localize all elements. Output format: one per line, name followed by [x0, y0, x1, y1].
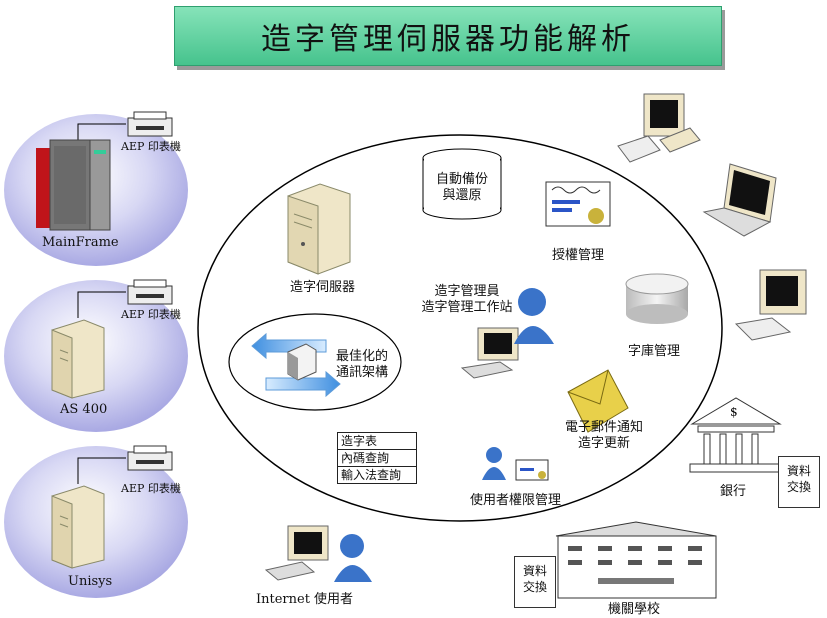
- page-title: 造字管理伺服器功能解析: [174, 6, 722, 66]
- backup-label: 自動備份 與還原: [435, 172, 488, 203]
- communication-arrows-icon: [251, 332, 341, 398]
- font-database-icon: [625, 273, 689, 324]
- bank-data-exchange: 資料 交換: [778, 456, 820, 508]
- crt-monitor-icon: [734, 269, 807, 341]
- printer-icon: [127, 279, 173, 305]
- lookup-list: 造字表 內碼查詢 輸入法查詢: [337, 432, 417, 484]
- server-label: 造字伺服器: [290, 280, 356, 295]
- institution-building-icon: [555, 521, 717, 599]
- architecture-ellipse: [228, 313, 402, 411]
- server-ellipse: [197, 134, 723, 522]
- certificate-icon: [545, 181, 611, 227]
- backup-database-icon: [422, 148, 502, 220]
- email-label: 電子郵件通知 造字更新: [564, 420, 643, 451]
- printer-label: AEP 印表機: [121, 482, 181, 495]
- lookup-item: 造字表: [338, 433, 416, 450]
- mainframe-label: MainFrame: [42, 235, 119, 250]
- bank-icon: $: [689, 397, 783, 473]
- printer-icon: [127, 445, 173, 471]
- font-db-label: 字庫管理: [628, 344, 681, 359]
- desktop-computer-icon: [617, 93, 701, 163]
- institution-label: 機關學校: [608, 602, 661, 617]
- as400-icon: [51, 319, 105, 399]
- printer-icon: [127, 111, 173, 137]
- printer-label: AEP 印表機: [121, 308, 181, 321]
- bank-label: 銀行: [720, 484, 747, 499]
- svg-text:$: $: [730, 405, 738, 419]
- as400-label: AS 400: [60, 402, 108, 417]
- email-icon: [567, 369, 629, 433]
- permissions-label: 使用者權限管理: [470, 493, 562, 508]
- optimized-label: 最佳化的 通訊架構: [336, 349, 389, 380]
- internet-user-label: Internet 使用者: [256, 592, 354, 607]
- admin-label: 造字管理員 造字管理工作站: [421, 284, 513, 315]
- printer-label: AEP 印表機: [121, 140, 181, 153]
- unisys-icon: [51, 485, 105, 569]
- mainframe-icon: [36, 139, 111, 231]
- institution-data-exchange: 資料 交換: [514, 556, 556, 608]
- laptop-icon: [702, 163, 777, 237]
- server-icon: [287, 183, 351, 275]
- unisys-label: Unisys: [68, 574, 113, 589]
- admin-workstation-icon: [460, 288, 554, 379]
- lookup-item: 內碼查詢: [338, 450, 416, 467]
- auth-label: 授權管理: [552, 248, 605, 263]
- internet-user-icon: [264, 525, 372, 582]
- lookup-item: 輸入法查詢: [341, 468, 402, 482]
- user-permission-icon: [482, 447, 549, 481]
